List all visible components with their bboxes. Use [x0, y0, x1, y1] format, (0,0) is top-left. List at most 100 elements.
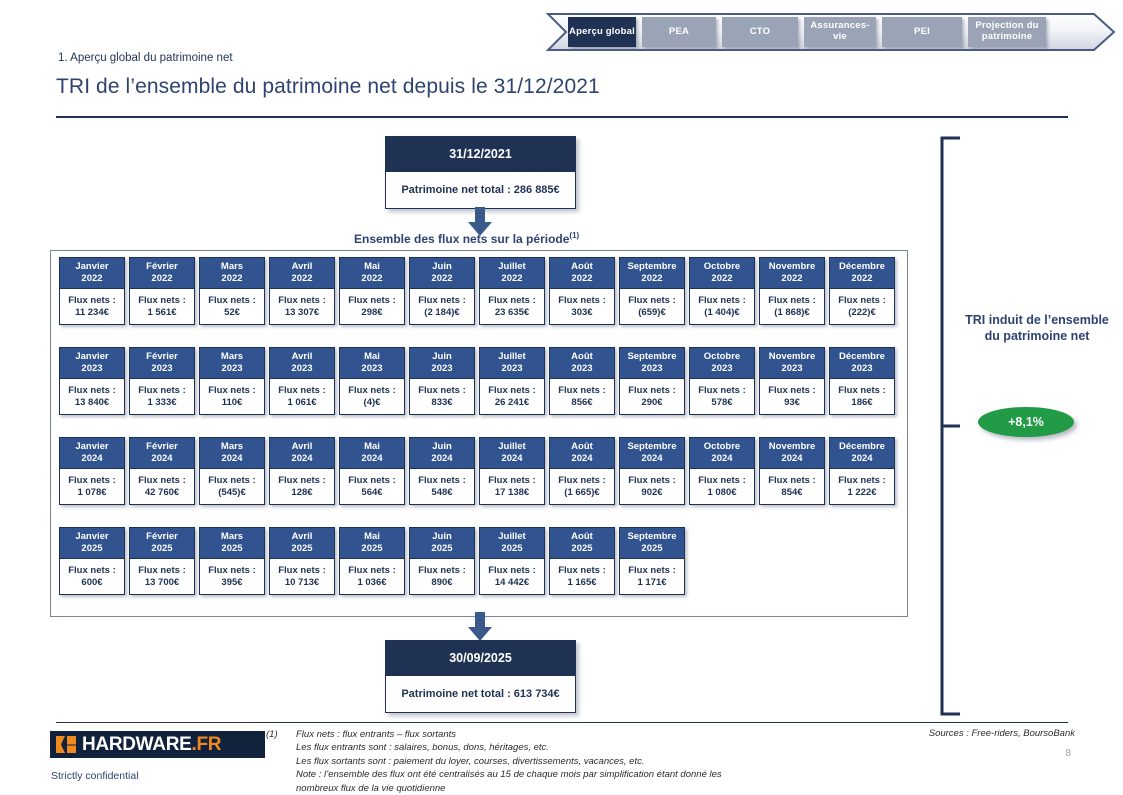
flow-cell-year: 2025	[81, 543, 103, 554]
flow-cell-label: Flux nets :	[768, 474, 816, 486]
flow-cell-body: Flux nets :578€	[689, 379, 755, 415]
flow-cell-month: Juin	[432, 261, 452, 273]
footnotes-block: (1) Flux nets : flux entrants – flux sor…	[266, 728, 826, 795]
flow-cell-year: 2023	[641, 363, 663, 374]
flow-cell-label: Flux nets :	[348, 384, 396, 396]
nav-tab-pei[interactable]: PEI	[882, 17, 962, 47]
flow-cell-label: Flux nets :	[278, 384, 326, 396]
flow-cell-year: 2022	[571, 273, 593, 284]
flow-cell-label: Flux nets :	[488, 474, 536, 486]
flow-cell-month: Août	[571, 351, 593, 363]
flow-cell-label: Flux nets :	[138, 474, 186, 486]
flow-cell-value: 1 078€	[77, 486, 107, 498]
flow-cell-month: Octobre	[703, 441, 741, 453]
flow-cell-label: Flux nets :	[208, 294, 256, 306]
flow-cell-year: 2024	[81, 453, 103, 464]
flow-cell-month: Novembre	[768, 351, 816, 363]
flow-cell-month: Octobre	[703, 261, 741, 273]
flow-cell-body: Flux nets :93€	[759, 379, 825, 415]
flow-cell-year: 2023	[291, 363, 313, 374]
flow-cell-label: Flux nets :	[698, 384, 746, 396]
flow-cell-month: Juillet	[498, 441, 526, 453]
footnote-line: nombreux flux de la vie quotidienne	[296, 782, 446, 794]
flow-cell-label: Flux nets :	[488, 294, 536, 306]
nav-tab-aper-u-global[interactable]: Aperçu global	[568, 17, 636, 47]
flow-cell-year: 2025	[151, 543, 173, 554]
flow-cell-body: Flux nets :1 171€	[619, 559, 685, 595]
flow-cell-body: Flux nets :1 061€	[269, 379, 335, 415]
nav-tab-assurances-vie[interactable]: Assurances-vie	[804, 17, 876, 47]
flow-cell-year: 2022	[501, 273, 523, 284]
flow-cell-label: Flux nets :	[138, 384, 186, 396]
footer-divider	[56, 722, 1068, 723]
nav-tab-pea[interactable]: PEA	[642, 17, 716, 47]
flow-cell-value: 26 241€	[494, 396, 530, 408]
flow-cell-year: 2022	[711, 273, 733, 284]
flow-cell-value: 1 561€	[147, 306, 177, 318]
flow-cell-year: 2025	[571, 543, 593, 554]
flow-cell-month: Mai	[364, 261, 380, 273]
flow-cell-value: (1 665)€	[564, 486, 600, 498]
flow-cell-value: 600€	[81, 576, 103, 588]
nav-tab-cto[interactable]: CTO	[722, 17, 798, 47]
flow-cell-month: Juillet	[498, 261, 526, 273]
nav-tab-projection-du-patrimoine[interactable]: Projection du patrimoine	[968, 17, 1046, 47]
flow-cell-month: Août	[571, 531, 593, 543]
